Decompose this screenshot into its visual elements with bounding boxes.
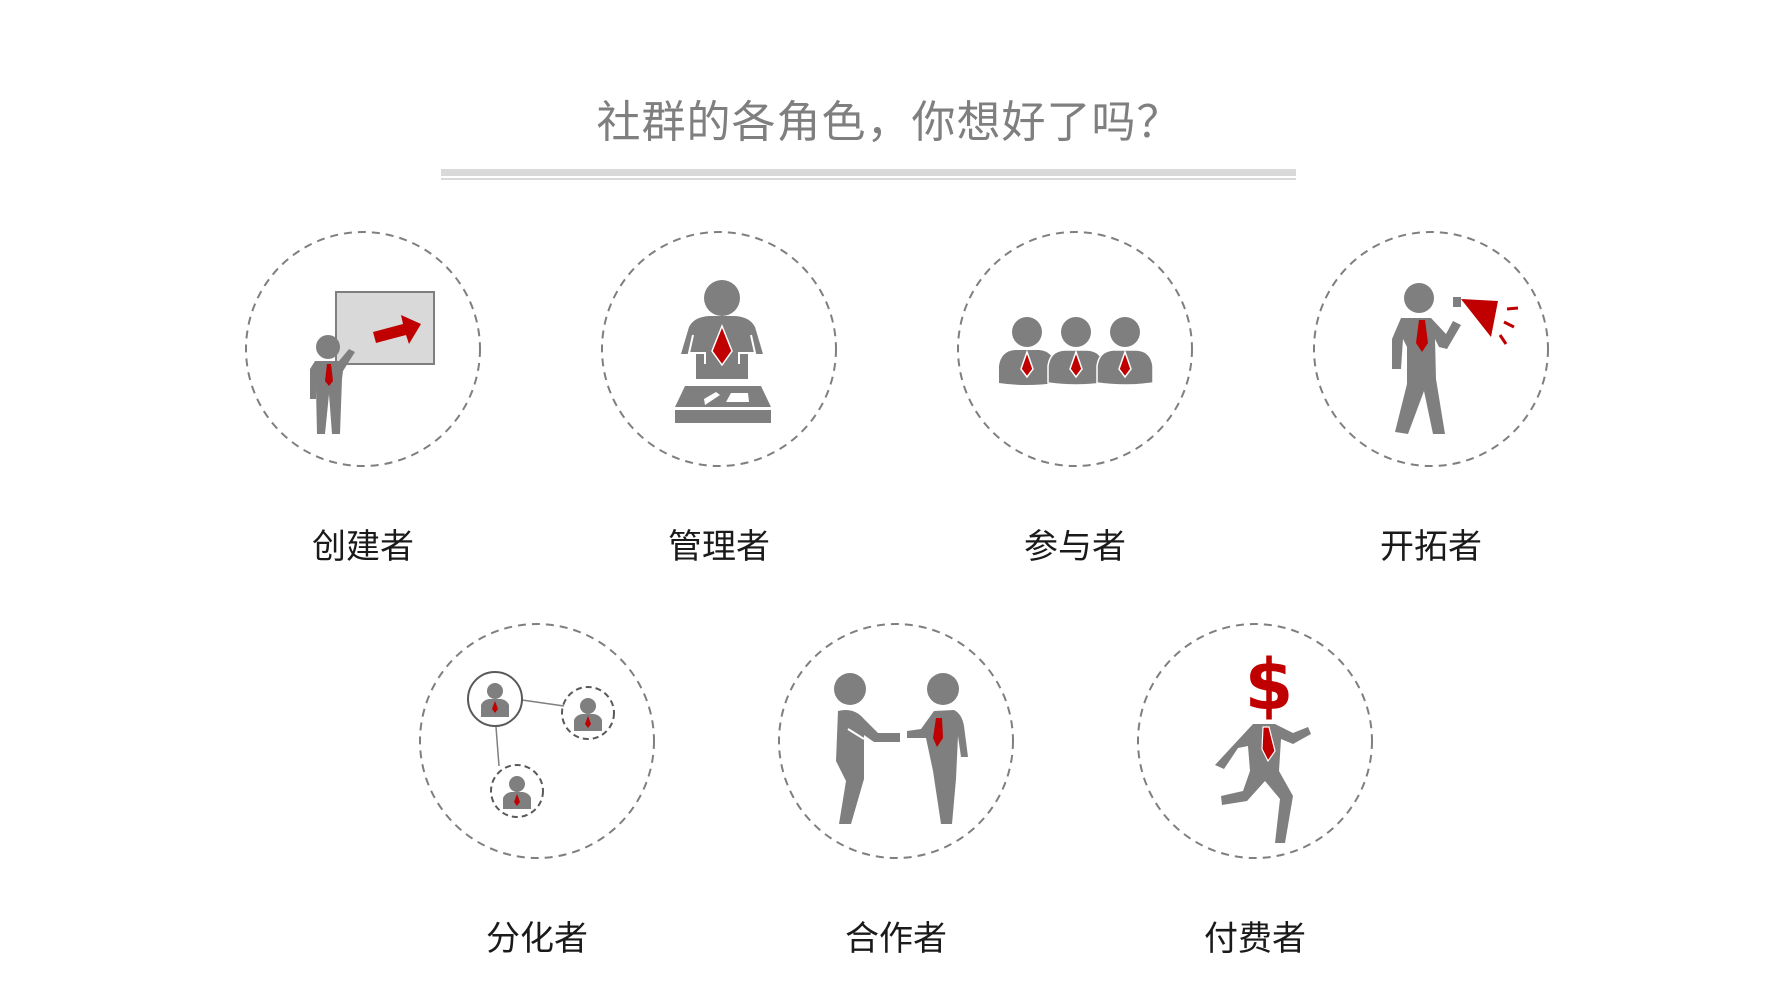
role-label: 创建者 [312,527,414,567]
role-label: 付费者 [1204,919,1306,959]
role-creator: 创建者 [243,229,483,567]
role-label: 参与者 [1024,527,1126,567]
role-cooperator: 合作者 [776,621,1016,959]
network-split-icon [467,671,615,818]
role-label: 分化者 [486,919,588,959]
group-participants-icon [999,317,1154,386]
dashed-circle [601,231,837,467]
manager-desk-icon [675,280,771,423]
page-title: 社群的各角色，你想好了吗？ [596,97,1182,148]
dashed-circle [245,231,481,467]
dollar-runner-icon: $ [1215,644,1311,843]
dashed-circle [1313,231,1549,467]
dashed-circle [957,231,1193,467]
role-payer: $ 付费者 [1135,621,1375,959]
role-divider: 分化者 [417,621,657,959]
presenter-whiteboard-icon [310,291,435,434]
dashed-circle [778,623,1014,859]
role-label: 管理者 [668,527,770,567]
role-manager: 管理者 [599,229,839,567]
role-pioneer: 开拓者 [1311,229,1551,567]
role-label: 合作者 [845,919,947,959]
dollar-sign-icon: $ [1245,644,1294,726]
role-participant: 参与者 [955,229,1195,567]
dashed-circle [1137,623,1373,859]
title-divider [441,169,1296,176]
handshake-icon [834,673,968,824]
megaphone-person-icon [1392,283,1519,434]
role-label: 开拓者 [1380,527,1482,567]
title-divider-thin [441,178,1296,180]
dashed-circle [419,623,655,859]
